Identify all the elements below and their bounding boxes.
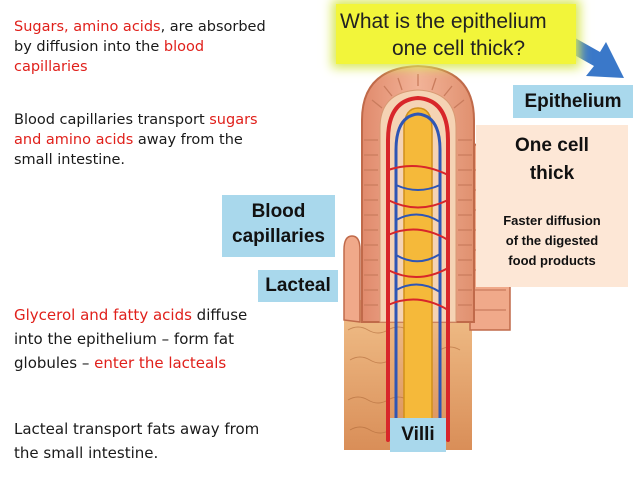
answer-line-1: One cell — [515, 135, 589, 156]
answer-line-2: thick — [529, 163, 575, 184]
away-text: away from the — [133, 132, 243, 148]
answer-box: One cell thick Faster diffusion of the d… — [476, 125, 628, 287]
lacteal-paragraph: Lacteal transport fats away from the sma… — [14, 417, 314, 465]
diffuse-text: diffuse — [191, 306, 248, 324]
question-line-1: What is the epithelium — [340, 10, 547, 33]
sugars-text: sugars — [209, 112, 258, 128]
villi-label: Villi — [390, 418, 446, 452]
sugars-paragraph: Sugars, amino acids, are absorbed by dif… — [14, 17, 314, 77]
lacteal-label: Lacteal — [258, 270, 338, 302]
epithelium-form-text: into the epithelium – form fat — [14, 330, 235, 348]
glycerol-paragraph: Glycerol and fatty acids diffuse into th… — [14, 303, 314, 375]
epithelium-cells — [364, 74, 472, 306]
question-line-2: one cell thick? — [392, 37, 526, 60]
transport-text: Blood capillaries transport — [14, 112, 210, 128]
small-intestine-text: small intestine. — [14, 152, 126, 168]
left-villus-edge — [343, 235, 361, 323]
blood-capillaries-label: Blood capillaries — [222, 195, 335, 257]
question-box: What is the epithelium one cell thick? — [336, 4, 576, 64]
capillaries-text: capillaries — [14, 59, 88, 75]
answer-line-3: Faster diffusion — [503, 213, 601, 228]
answer-line-5: food products — [508, 253, 596, 268]
diffusion-text: by diffusion into the — [14, 39, 164, 55]
lacteal-intestine-text: the small intestine. — [14, 444, 159, 462]
blood-label-line-2: capillaries — [232, 226, 325, 247]
blood-label-line-1: Blood — [251, 201, 306, 222]
lacteal-vessel — [403, 107, 433, 441]
answer-line-4: of the digested — [505, 233, 599, 248]
glycerol-text: Glycerol and fatty acids — [14, 306, 192, 324]
epithelium-label: Epithelium — [513, 85, 633, 118]
blood-capillaries — [386, 95, 450, 442]
lacteal-transport-text: Lacteal transport fats away from — [14, 420, 260, 438]
sugars-amino-acids-text: Sugars, amino acids — [14, 19, 161, 35]
amino-acids-text: and amino acids — [14, 132, 134, 148]
epithelium-arrow — [562, 34, 624, 78]
blood-text: blood — [163, 39, 205, 55]
enter-lacteals-text: enter the lacteals — [94, 354, 227, 372]
globules-text: globules – — [14, 354, 95, 372]
absorbed-text: , are absorbed — [160, 19, 266, 35]
transport-paragraph: Blood capillaries transport sugars and a… — [14, 110, 314, 170]
